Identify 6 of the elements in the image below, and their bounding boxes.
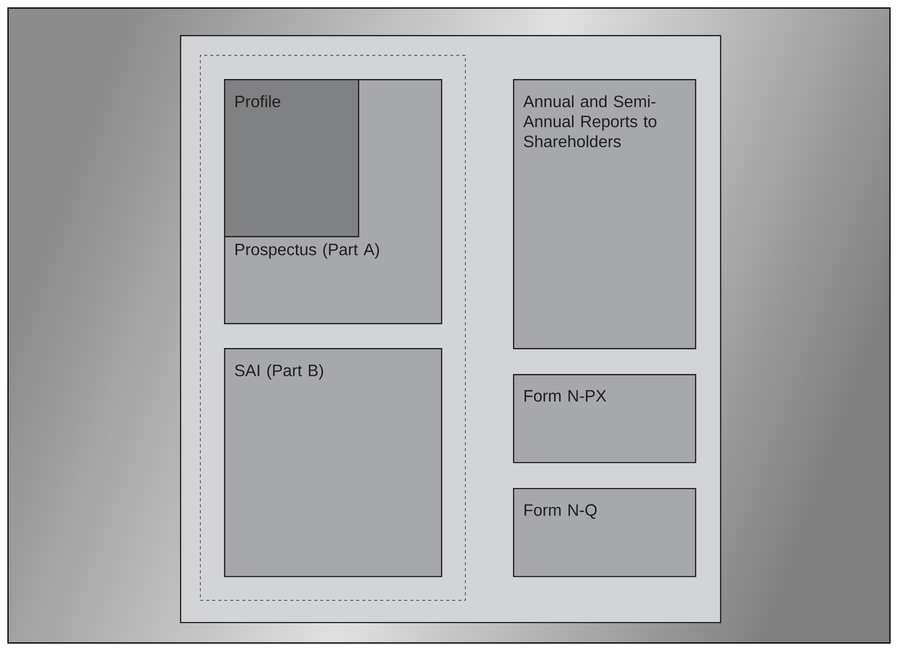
document-box: Form N-Q [513, 488, 696, 578]
document-box: Profile [224, 79, 360, 238]
document-box: Form N-PX [513, 374, 696, 464]
document-box: Annual and Semi-Annual Reports to Shareholders [513, 79, 696, 350]
dashed-group-box [200, 55, 466, 601]
document-box: SAI (Part B) [224, 348, 442, 578]
